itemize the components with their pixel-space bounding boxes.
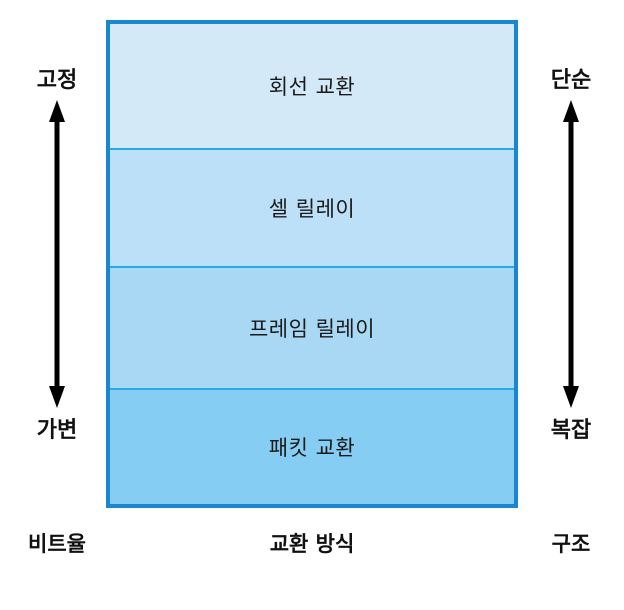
band-label: 패킷 교환 <box>268 436 356 460</box>
band-label: 프레임 릴레이 <box>248 317 376 341</box>
stack-band-cell-relay[interactable]: 셀 릴레이 <box>110 150 514 268</box>
band-label: 셀 릴레이 <box>268 197 356 221</box>
right-axis-bottom-label: 복잡 <box>550 418 592 443</box>
stack-band-circuit-switching[interactable]: 회선 교환 <box>110 24 514 150</box>
left-axis-double-arrow-icon <box>44 100 70 408</box>
right-axis-double-arrow-icon <box>558 100 584 408</box>
diagram-title-caption: 교환 방식 <box>269 532 355 556</box>
band-label: 회선 교환 <box>268 75 356 99</box>
stack-band-packet-switching[interactable]: 패킷 교환 <box>110 390 514 504</box>
left-axis-name: 비트율 <box>28 532 86 556</box>
left-axis-top-label: 고정 <box>36 68 78 93</box>
switching-methods-stack: 회선 교환 셀 릴레이 프레임 릴레이 패킷 교환 <box>106 20 518 508</box>
right-axis-top-label: 단순 <box>550 68 592 93</box>
right-axis-name: 구조 <box>551 532 591 556</box>
stack-band-frame-relay[interactable]: 프레임 릴레이 <box>110 268 514 390</box>
left-axis-bottom-label: 가변 <box>36 418 78 443</box>
